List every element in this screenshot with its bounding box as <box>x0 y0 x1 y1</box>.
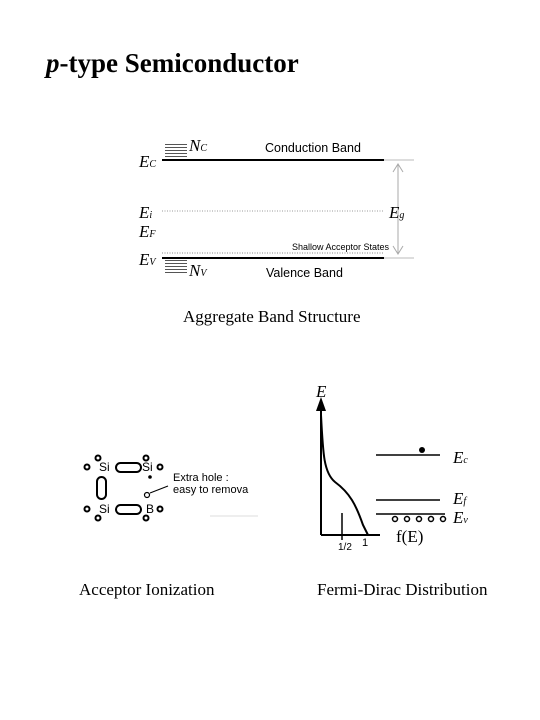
nv-density-hatch <box>165 260 187 275</box>
nc-label: NC <box>189 136 208 155</box>
title-rest: -type Semiconductor <box>59 48 299 78</box>
fd-x-axis-label: f(E) <box>396 527 424 546</box>
nc-density-hatch <box>165 144 187 159</box>
shallow-acceptor-label: Shallow Acceptor States <box>292 242 390 252</box>
hole-row <box>391 515 447 523</box>
y-axis-arrow <box>316 397 326 411</box>
title-prefix: p <box>46 48 60 78</box>
bond-left <box>96 476 107 500</box>
hole-note-2: easy to remova <box>173 484 249 496</box>
ei-label: Ei <box>139 203 153 222</box>
fermi-curve <box>320 414 369 536</box>
bond-top <box>115 462 142 473</box>
fd-caption: Fermi-Dirac Distribution <box>317 580 488 599</box>
bond-bottom <box>115 504 142 515</box>
band-caption: Aggregate Band Structure <box>183 307 361 326</box>
band-lines <box>162 159 414 259</box>
fd-ef-label: Ef <box>453 489 467 508</box>
ef-label: EF <box>139 222 156 241</box>
page-title: p-type Semiconductor <box>46 48 299 79</box>
eg-label: Eg <box>389 203 405 222</box>
band-diagram: EC NC Conduction Band Ei EF Eg Shallow A… <box>0 0 540 340</box>
valence-band-label: Valence Band <box>266 266 343 280</box>
acceptor-caption: Acceptor Ionization <box>79 580 215 599</box>
fd-ec-label: Ec <box>453 448 468 467</box>
fd-y-axis-label: E <box>316 382 327 401</box>
fermi-dirac-panel: E f(E) 1/2 1 Ec Ef Ev Fermi-Dirac Distri… <box>290 375 540 615</box>
lattice-drawing <box>83 454 258 522</box>
atom-si-2: Si <box>142 460 153 474</box>
fermi-dirac-plot <box>316 397 447 540</box>
hole-note-1: Extra hole : <box>173 472 229 484</box>
ec-label: EC <box>139 152 157 171</box>
electron-dot <box>419 447 425 453</box>
fd-ev-label: Ev <box>453 508 468 527</box>
ev-label: EV <box>139 250 156 269</box>
acceptor-ionization-panel: Si Si Si B Extra hole : easy to remova A… <box>0 420 280 610</box>
atom-si-3: Si <box>99 502 110 516</box>
eg-arrow-head-bottom <box>392 245 404 255</box>
eg-arrow-head-top <box>392 163 404 173</box>
atom-b: B <box>146 502 155 516</box>
hole-pointer <box>149 485 169 494</box>
conduction-band-label: Conduction Band <box>265 141 361 155</box>
fd-tick-half: 1/2 <box>338 542 352 553</box>
nv-label: NV <box>189 261 207 280</box>
fd-tick-one: 1 <box>362 537 369 549</box>
atom-si-1: Si <box>99 460 110 474</box>
